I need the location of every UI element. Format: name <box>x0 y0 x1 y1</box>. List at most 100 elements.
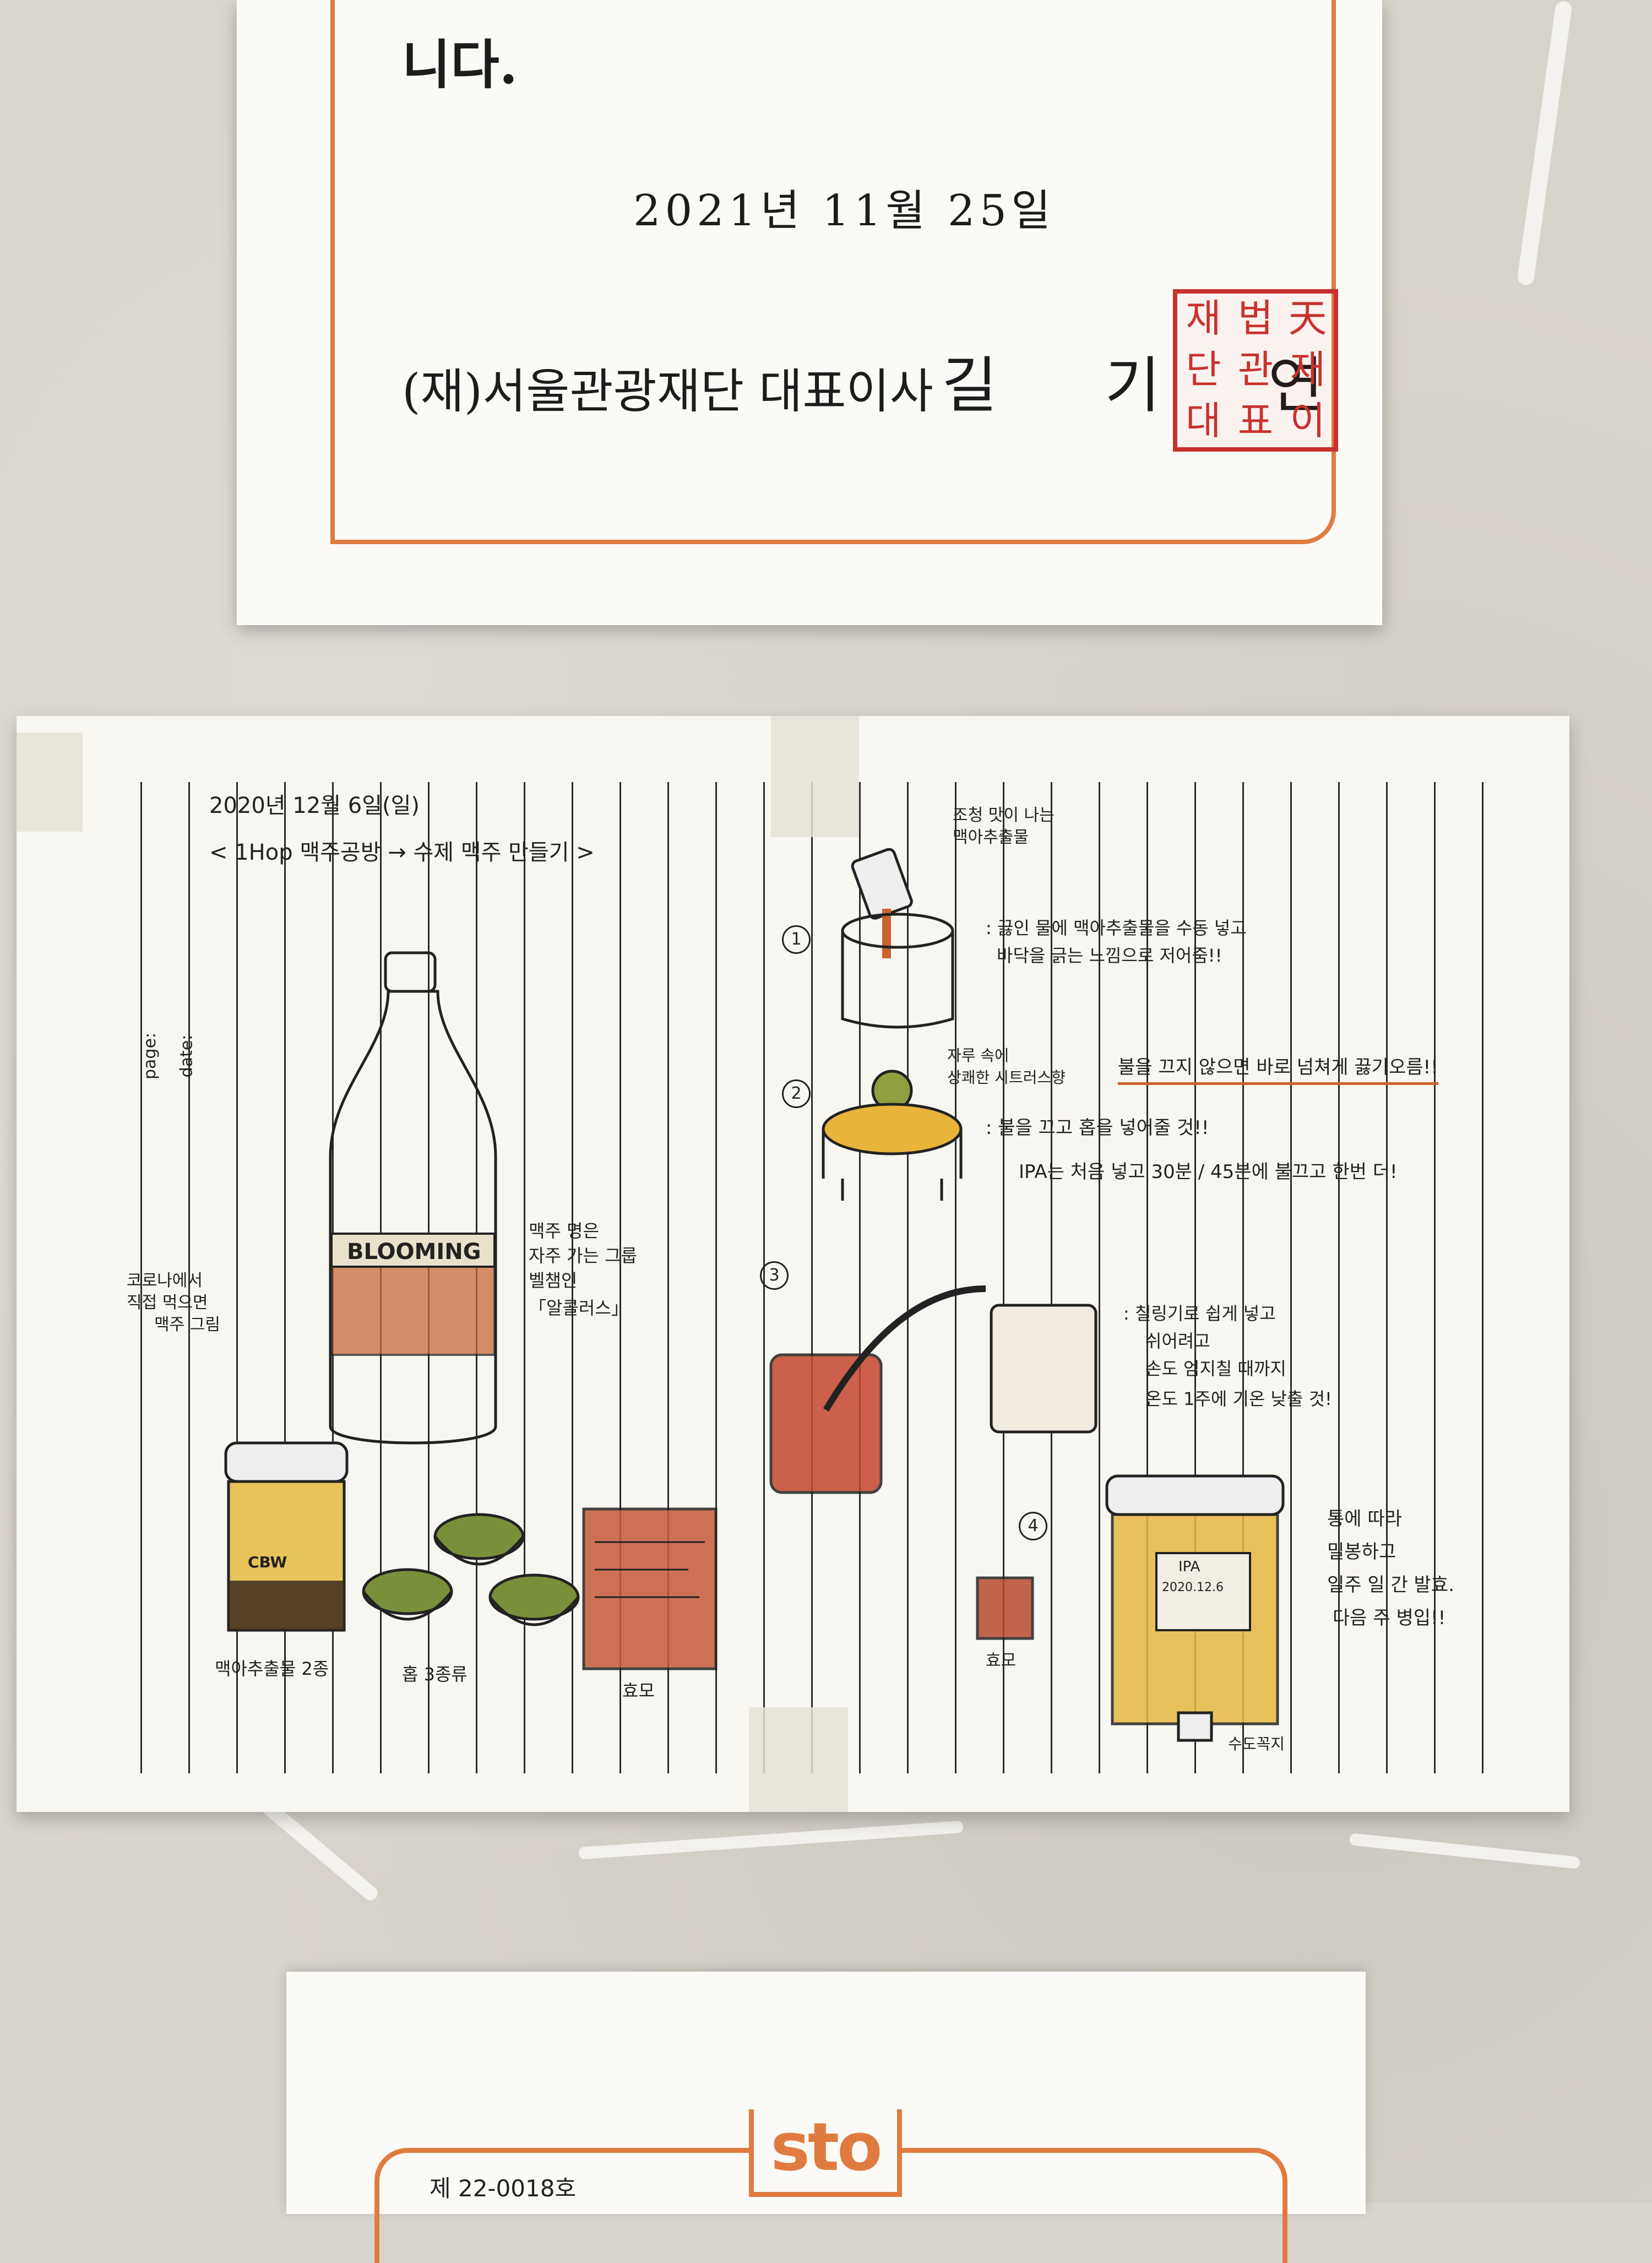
seal-char: 재 <box>1290 347 1325 392</box>
ruled-line <box>236 782 238 1773</box>
ruled-line <box>524 782 525 1773</box>
ruled-line <box>907 782 909 1773</box>
tape-strip <box>17 732 83 832</box>
wall-crack <box>1349 1833 1580 1869</box>
ruled-line <box>715 782 717 1773</box>
tape-strip <box>771 716 859 837</box>
ruled-line <box>1003 782 1004 1773</box>
ruled-line <box>1194 782 1196 1773</box>
registration-plaque: sto 제 22-0018호 <box>286 1972 1366 2263</box>
ruled-line <box>572 782 573 1773</box>
seal-char: 天 <box>1288 296 1327 341</box>
seal-char: 대 <box>1186 398 1221 443</box>
step-number: 1 <box>782 925 811 954</box>
hop-bag-note: 자루 속에 <box>947 1046 1009 1065</box>
certificate-text-line: 니다. <box>402 34 518 96</box>
tap-label: 수도꼭지 <box>1228 1735 1285 1753</box>
step-number: 3 <box>760 1261 789 1290</box>
ruled-line <box>1099 782 1100 1773</box>
boil-warning: 불을 끄지 않으면 바로 넘쳐게 끓기오름!! <box>1118 1052 1438 1085</box>
ruled-line <box>1482 782 1483 1773</box>
bottle-note-line: 벨챔인 <box>529 1270 578 1291</box>
ruled-line <box>1386 782 1388 1773</box>
certificate-date: 2021년 11월 25일 <box>633 186 1055 236</box>
self-note-line: 코로나에서 <box>127 1271 203 1290</box>
bottle-note-line: 「알콜러스」 <box>529 1298 629 1318</box>
certificate: 니다. 2021년 11월 25일 (재)서울관광재단 대표이사 길 기 연 재… <box>237 0 1382 625</box>
brewing-note-card: page: date: 2020년 12월 6일(일) < 1Hop 맥주공방 … <box>17 716 1569 1812</box>
top-note-line: 조청 맛이 나는 <box>953 806 1055 825</box>
sto-logo: sto <box>749 2109 902 2197</box>
yeast-label: 효모 <box>622 1680 655 1701</box>
self-note-line: 직접 먹으면 <box>127 1293 208 1312</box>
ruled-line <box>811 782 813 1773</box>
certificate-signer: (재)서울관광재단 대표이사 <box>402 364 933 419</box>
ruled-line <box>1242 782 1244 1773</box>
self-note-line: 맥주 그림 <box>154 1315 220 1334</box>
note-date: 2020년 12월 6일(일) <box>209 793 420 818</box>
note-title: < 1Hop 맥주공방 → 수제 맥주 만들기 > <box>209 840 595 865</box>
extract-can-brand: CBW <box>248 1553 287 1571</box>
step4-text: 통에 따라 <box>1327 1508 1402 1530</box>
seal-char: 관 <box>1237 347 1274 392</box>
tank-label: 2020.12.6 <box>1162 1581 1224 1594</box>
tape-strip <box>749 1707 848 1812</box>
page-label: page: <box>140 1032 160 1080</box>
step1-text: : 끓인 물에 맥아추출물을 수동 넣고 <box>986 918 1247 938</box>
step-number: 2 <box>782 1079 811 1108</box>
step3-text: 온도 1주에 기온 낮출 것! <box>1145 1388 1332 1409</box>
seal-char: 단 <box>1186 347 1221 392</box>
beer-bottle-sketch <box>329 951 497 1445</box>
ruled-line <box>1146 782 1148 1773</box>
fermenter-tank-sketch <box>1105 1474 1285 1742</box>
hops-bowls-sketch <box>362 1513 580 1626</box>
ruled-line <box>955 782 957 1773</box>
ruled-line <box>1051 782 1052 1773</box>
plaque-number: 제 22-0018호 <box>430 2175 577 2202</box>
step2-text: IPA는 처음 넣고 30분 / 45분에 불끄고 한번 더! <box>1019 1161 1398 1183</box>
small-yeast-sketch <box>976 1576 1034 1640</box>
step3-text: 손도 엄지칠 때까지 <box>1145 1358 1286 1379</box>
seal-char: 법 <box>1237 296 1274 341</box>
chilling-sketch <box>769 1285 1097 1494</box>
certificate-border <box>330 0 1336 544</box>
wall-crack <box>578 1820 964 1860</box>
bottle-note-line: 맥주 명은 <box>529 1220 599 1241</box>
step1-text: 바닥을 긁는 느낌으로 저어줌!! <box>997 945 1222 966</box>
malt-extract-can-sketch <box>224 1441 349 1632</box>
date-label: date: <box>177 1034 197 1078</box>
ruled-line <box>620 782 621 1773</box>
ruled-line <box>284 782 286 1773</box>
ruled-line <box>667 782 669 1773</box>
ruled-line <box>1338 782 1340 1773</box>
step2-text: : 불을 끄고 홉을 넣어줄 것!! <box>986 1117 1209 1139</box>
step4-text: 밀봉하고 <box>1327 1541 1396 1563</box>
hop-bag-note: 상쾌한 시트러스향 <box>947 1068 1066 1087</box>
step4-text: 다음 주 병입!! <box>1333 1607 1446 1629</box>
bottle-brand: BLOOMING <box>347 1239 481 1265</box>
step-number: 4 <box>1019 1512 1047 1540</box>
step4-text: 일주 일 간 발효. <box>1327 1574 1454 1596</box>
hops-label: 홉 3종류 <box>402 1664 468 1685</box>
bottle-note-line: 자주 가는 그룹 <box>529 1245 637 1266</box>
seal-char: 재 <box>1186 296 1221 341</box>
tank-label: IPA <box>1178 1559 1200 1575</box>
certificate-name: 길 기 연 <box>942 350 1368 421</box>
seal-char: 표 <box>1237 398 1274 443</box>
step3-text: : 칠링기로 쉽게 넣고 <box>1123 1303 1276 1324</box>
pouring-pot-sketch <box>841 848 954 1029</box>
ruled-line <box>140 782 142 1773</box>
yeast-pack-sketch <box>582 1507 718 1670</box>
wall-crack <box>1516 0 1573 286</box>
boiling-pot-sketch <box>822 1070 963 1201</box>
seal-char: 이 <box>1290 398 1325 443</box>
ruled-line <box>1434 782 1436 1773</box>
ruled-line <box>1290 782 1292 1773</box>
ruled-line <box>859 782 861 1773</box>
step4-yeast: 효모 <box>986 1651 1017 1670</box>
red-seal: 재 법 天 단 관 재 대 표 이 <box>1173 289 1338 452</box>
step3-text: 쉬어려고 <box>1145 1331 1210 1352</box>
top-note-line: 맥아추출물 <box>953 828 1029 847</box>
extract-label: 맥아추출물 2종 <box>215 1658 329 1679</box>
ruled-line <box>188 782 190 1773</box>
